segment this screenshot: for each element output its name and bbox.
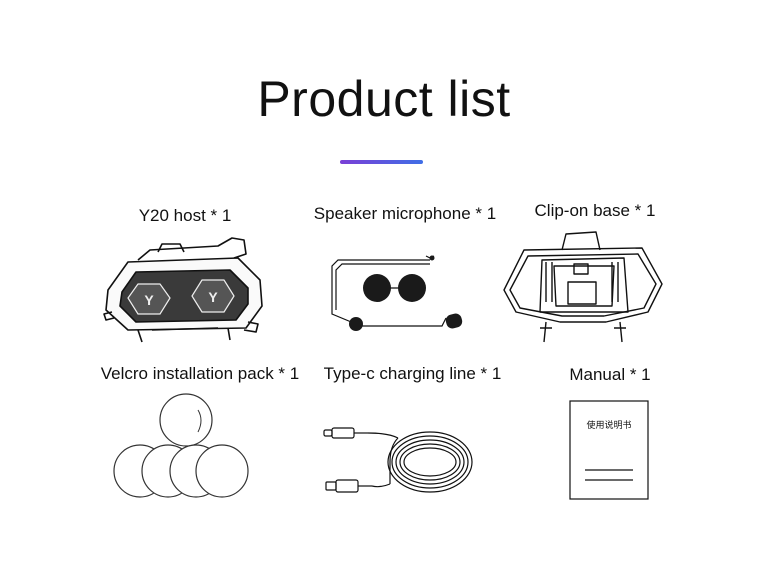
intercom-device-icon: Y Y [98, 232, 268, 350]
item-label-clip-base: Clip-on base * 1 [534, 201, 656, 220]
device-logo-right: Y [208, 289, 218, 305]
usb-c-cable-icon [318, 416, 478, 506]
velcro-pads-icon [110, 392, 255, 504]
item-label-velcro: Velcro installation pack * 1 [100, 364, 300, 383]
speaker-microphone-icon [322, 244, 472, 336]
manual-cover-text: 使用说明书 [586, 421, 632, 431]
page-title: Product list [257, 71, 511, 127]
manual-booklet-icon [569, 400, 649, 500]
clip-base-icon [496, 228, 668, 348]
title-divider [340, 160, 423, 164]
item-label-manual: Manual * 1 [569, 365, 651, 384]
item-label-host: Y20 host * 1 [138, 206, 232, 225]
device-logo-left: Y [144, 292, 154, 308]
item-label-speaker-mic: Speaker microphone * 1 [313, 204, 497, 223]
item-label-charging-line: Type-c charging line * 1 [323, 364, 502, 383]
